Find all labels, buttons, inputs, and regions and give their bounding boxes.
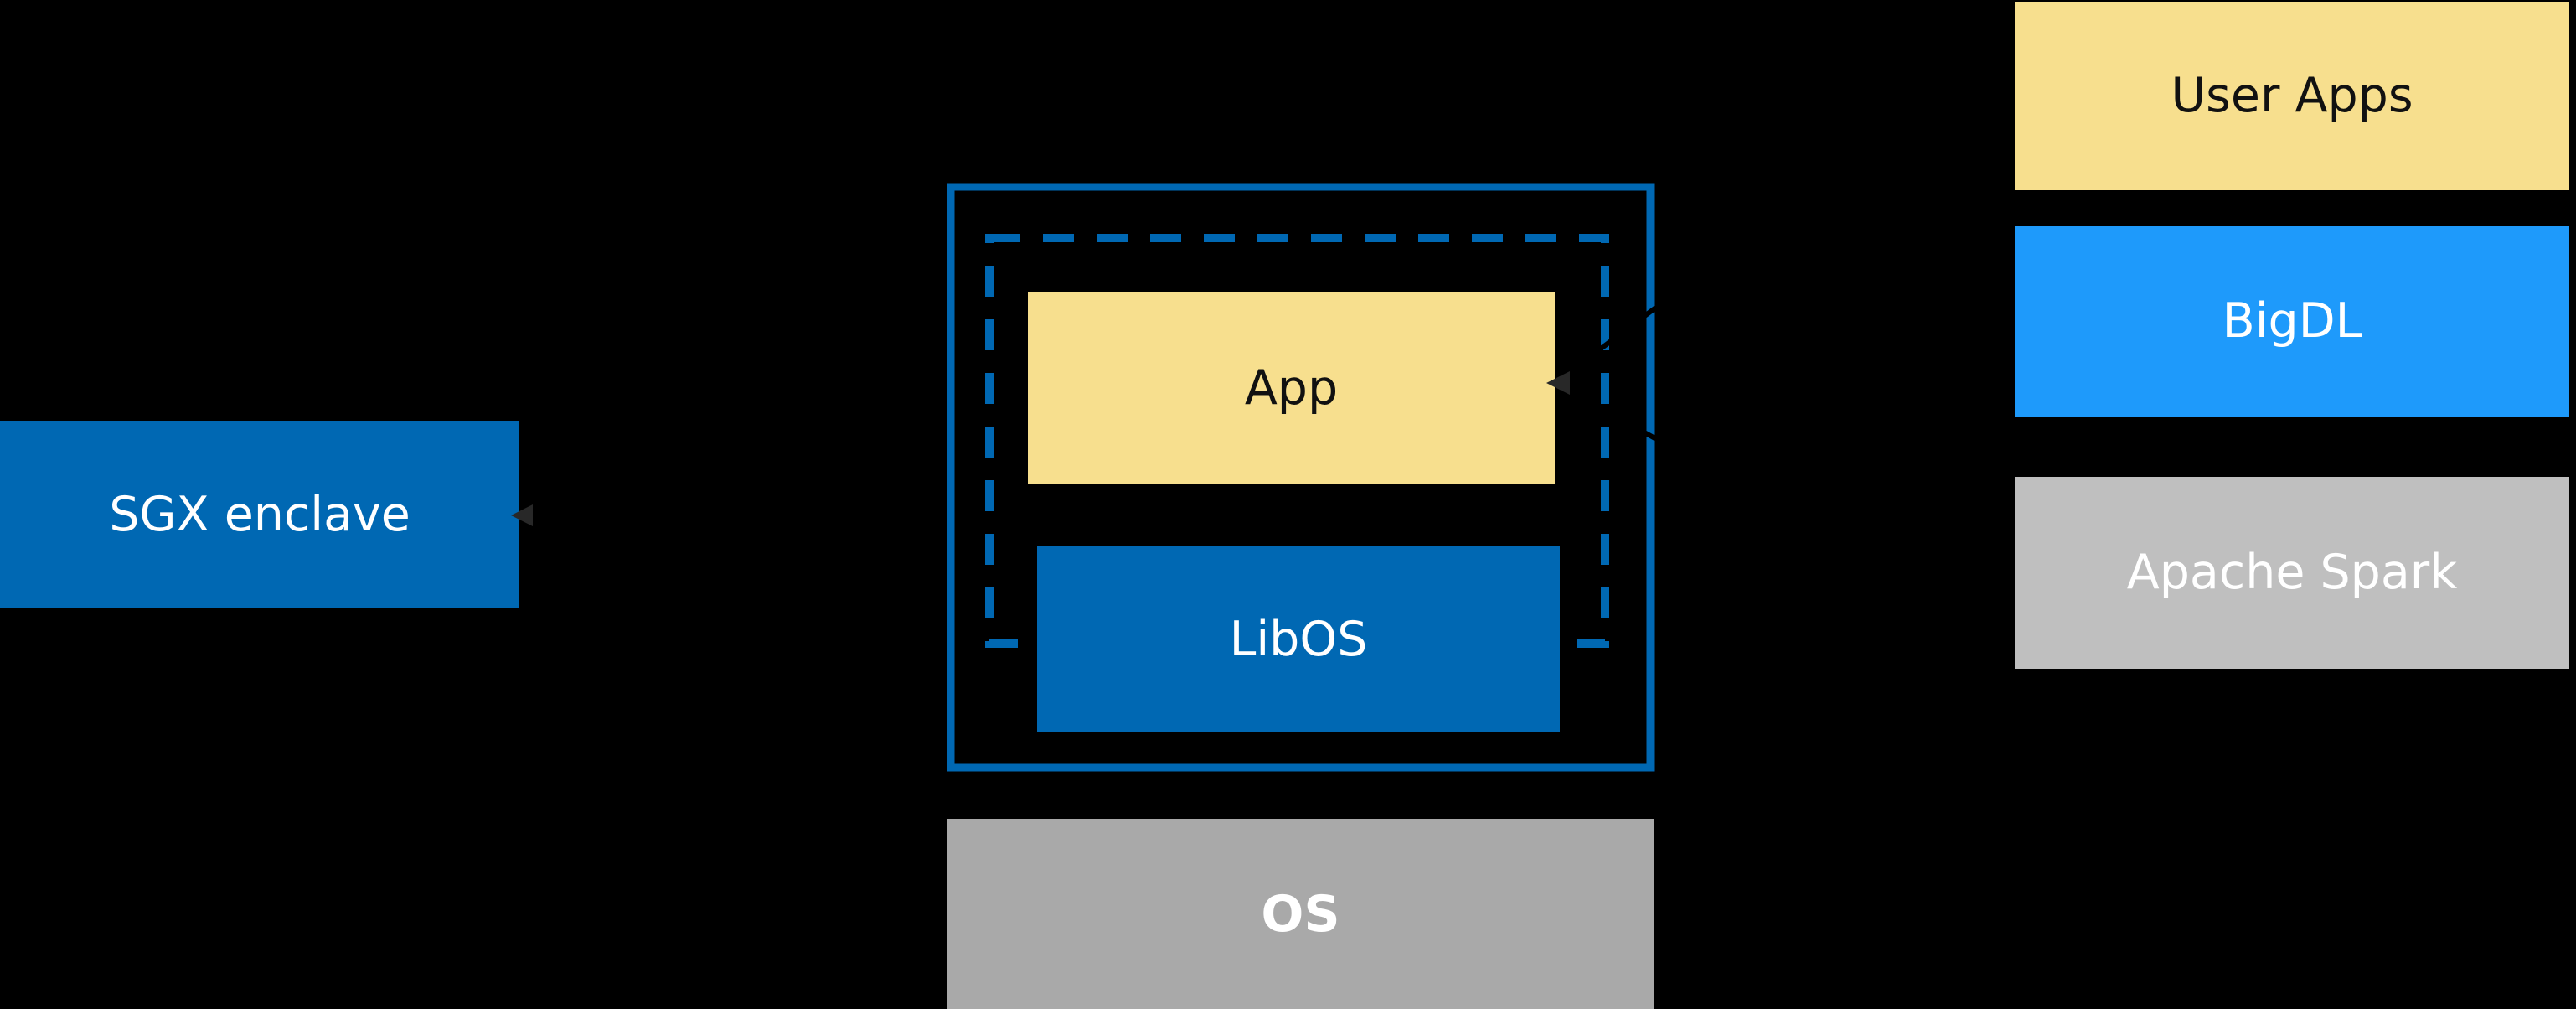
sgx-enclave-label-box: SGX enclave <box>0 421 519 608</box>
stack-to-app-connector-lower <box>1553 380 2011 636</box>
libos-label: LibOS <box>1229 611 1368 667</box>
bigdl-label: BigDL <box>2222 293 2362 349</box>
sgx-enclave-label: SGX enclave <box>109 486 410 542</box>
app-label: App <box>1244 360 1339 416</box>
os-label: OS <box>1261 884 1340 944</box>
libos-box: LibOS <box>1037 546 1560 732</box>
apache-spark-label: Apache Spark <box>2126 545 2458 600</box>
stack-to-app-connector-upper <box>1553 42 2011 385</box>
stack-apache-spark-box: Apache Spark <box>2015 477 2569 669</box>
stack-user-apps-box: User Apps <box>2015 2 2569 190</box>
os-box: OS <box>947 819 1654 1009</box>
user-apps-label: User Apps <box>2171 68 2413 123</box>
app-box: App <box>1028 292 1555 484</box>
stack-bigdl-box: BigDL <box>2015 226 2569 417</box>
